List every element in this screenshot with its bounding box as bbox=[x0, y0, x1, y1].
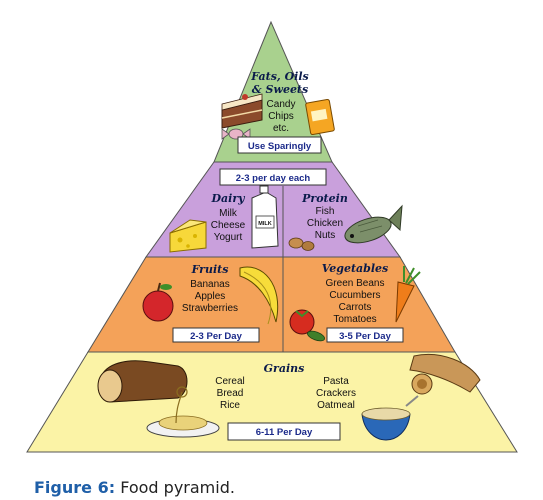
bread-loaf-icon bbox=[97, 360, 188, 403]
fats-title-line1: Fats, Oils bbox=[250, 70, 308, 83]
protein-item-chicken: Chicken bbox=[307, 218, 343, 229]
fats-item-candy: Candy bbox=[267, 99, 296, 110]
milk-carton-label: MILK bbox=[258, 221, 271, 227]
dairy-protein-serving-label: 2-3 per day each bbox=[236, 173, 311, 184]
cucumber-icon bbox=[307, 330, 325, 342]
vegetables-serving-label: 3-5 Per Day bbox=[339, 331, 391, 342]
fruits-item-strawberries: Strawberries bbox=[182, 303, 238, 314]
fats-item-etc: etc. bbox=[273, 123, 289, 134]
vegetables-item-tomatoes: Tomatoes bbox=[333, 314, 376, 325]
protein-item-nuts: Nuts bbox=[315, 230, 336, 241]
vegetables-title: Vegetables bbox=[322, 262, 388, 275]
grains-serving-label: 6-11 Per Day bbox=[256, 427, 313, 438]
crackers-icon bbox=[409, 354, 481, 395]
figure-caption-text: Food pyramid. bbox=[120, 478, 235, 497]
dairy-item-yogurt: Yogurt bbox=[214, 232, 243, 243]
vegetables-serving-box bbox=[326, 327, 404, 343]
grains-title: Grains bbox=[264, 362, 305, 375]
milk-jug-icon: MILK bbox=[251, 185, 279, 249]
fruits-item-apples: Apples bbox=[195, 291, 226, 302]
chips-bag-icon bbox=[305, 98, 335, 136]
dairy-item-cheese: Cheese bbox=[211, 220, 246, 231]
fruits-title: Fruits bbox=[191, 263, 229, 276]
fruits-serving-box bbox=[172, 327, 260, 343]
carrot-icon bbox=[395, 266, 421, 323]
grains-item-pasta: Pasta bbox=[323, 376, 349, 387]
tomato-icon bbox=[289, 309, 315, 335]
protein-item-fish: Fish bbox=[316, 206, 335, 217]
figure-caption: Figure 6: Food pyramid. bbox=[34, 478, 235, 497]
dairy-item-milk: Milk bbox=[219, 208, 238, 219]
fruits-item-bananas: Bananas bbox=[190, 279, 229, 290]
fats-serving-box bbox=[237, 136, 322, 154]
cake-slice-icon bbox=[221, 93, 263, 129]
vegetables-item-cucumbers: Cucumbers bbox=[329, 290, 380, 301]
grains-item-rice: Rice bbox=[220, 400, 240, 411]
fats-item-chips: Chips bbox=[268, 111, 294, 122]
grains-item-crackers: Crackers bbox=[316, 388, 356, 399]
dairy-protein-serving-box bbox=[219, 168, 327, 186]
fish-icon bbox=[344, 204, 403, 244]
spaghetti-plate-icon bbox=[146, 386, 220, 438]
fats-serving-label: Use Sparingly bbox=[248, 141, 312, 152]
dairy-title: Dairy bbox=[210, 192, 246, 205]
banana-icon bbox=[239, 266, 279, 325]
fruits-serving-label: 2-3 Per Day bbox=[190, 331, 242, 342]
fats-title-line2: & Sweets bbox=[252, 83, 308, 96]
protein-title: Protein bbox=[301, 192, 348, 205]
vegetables-item-carrots: Carrots bbox=[339, 302, 372, 313]
food-pyramid-diagram: Fats, Oils & Sweets Candy Chips etc. Use… bbox=[26, 20, 518, 453]
grains-item-oatmeal: Oatmeal bbox=[317, 400, 355, 411]
vegetables-item-green-beans: Green Beans bbox=[326, 278, 385, 289]
oatmeal-bowl-icon bbox=[361, 395, 419, 441]
cheese-icon bbox=[169, 219, 207, 253]
figure-caption-label: Figure 6: bbox=[34, 478, 116, 497]
nuts-icon bbox=[288, 237, 315, 251]
grains-item-cereal: Cereal bbox=[215, 376, 244, 387]
grains-serving-box bbox=[227, 422, 341, 441]
apple-icon bbox=[142, 282, 174, 322]
grains-item-bread: Bread bbox=[217, 388, 244, 399]
